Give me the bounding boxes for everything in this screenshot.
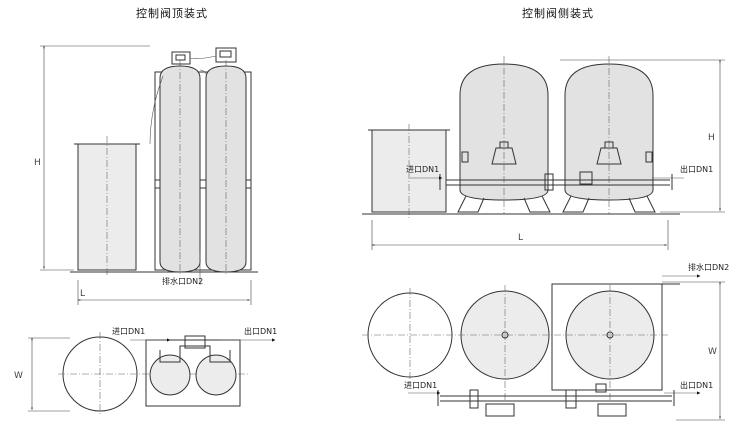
- dim-l-right: L: [518, 233, 523, 243]
- drain-label-left: 排水口DN2: [162, 276, 203, 286]
- top-mount-plan: 进口DN1 出口DN1 W: [14, 326, 277, 416]
- title-side-mount: 控制阀侧装式: [522, 6, 594, 20]
- title-top-mount: 控制阀顶装式: [136, 6, 208, 20]
- outlet-label-side: 出口DN1: [680, 164, 713, 174]
- side-mount-elevation: 进口DN1 出口DN1 H L: [362, 56, 725, 250]
- control-valve-left: [171, 51, 191, 65]
- dim-l-left: L: [80, 289, 85, 299]
- top-mount-elevation: 排水口DN2 H L: [34, 45, 258, 305]
- frame-plan: [145, 339, 241, 407]
- drain-label-side: 排水口DN2: [688, 262, 729, 272]
- inlet-label-left: 进口DN1: [112, 327, 145, 336]
- inlet-label-side: 进口DN1: [406, 165, 439, 174]
- dim-w-right: W: [708, 347, 717, 357]
- control-valve-right: [215, 47, 237, 63]
- side-mount-plan: 排水口DN2 进口DN1 出口DN1 W: [362, 262, 729, 421]
- outlet-label-side-plan: 出口DN1: [680, 380, 713, 390]
- dim-w-left: W: [14, 371, 23, 381]
- outlet-label-left: 出口DN1: [244, 326, 277, 336]
- dim-h-left: H: [34, 158, 41, 168]
- inlet-label-side-plan: 进口DN1: [404, 381, 437, 390]
- dim-h-right: H: [708, 133, 715, 143]
- frame: [154, 71, 252, 271]
